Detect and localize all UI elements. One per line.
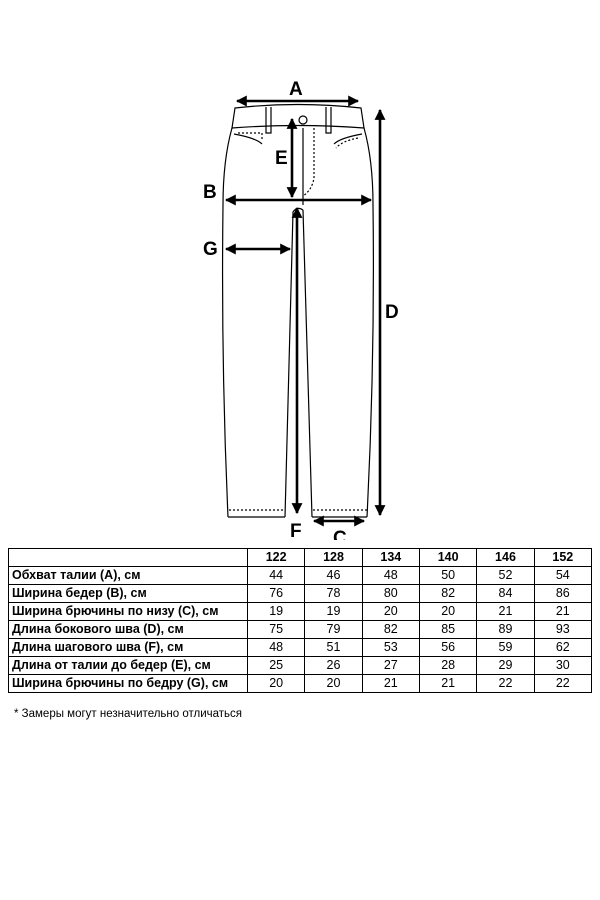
row-label: Ширина бедер (B), см <box>8 584 248 603</box>
table-cell: 20 <box>304 674 363 693</box>
table-cell: 56 <box>418 638 478 657</box>
measurement-arrows <box>224 95 386 527</box>
table-cell: 20 <box>246 674 306 693</box>
table-row: Длина от талии до бедер (E), см 25 26 27… <box>8 656 593 675</box>
table-cell: 85 <box>418 620 478 639</box>
table-cell: 51 <box>304 638 363 657</box>
label-f: F <box>290 521 302 540</box>
table-cell: 50 <box>418 566 478 585</box>
left-pocket <box>233 133 263 145</box>
table-cell: 19 <box>246 602 306 621</box>
label-g: G <box>203 239 218 260</box>
table-row: Ширина брючины по бедру (G), см 20 20 21… <box>8 674 593 693</box>
label-e: E <box>275 148 288 169</box>
label-a: A <box>289 79 303 100</box>
table-cell: 82 <box>361 620 420 639</box>
label-d: D <box>385 302 399 323</box>
table-cell: 79 <box>304 620 363 639</box>
right-pocket-stitch <box>335 137 359 149</box>
table-cell: 29 <box>476 656 535 675</box>
fly-stitch <box>302 128 315 197</box>
left-inseam <box>284 207 304 518</box>
size-table: 122 128 134 140 146 152 Обхват талии (A)… <box>8 548 593 693</box>
table-cell: 52 <box>476 566 535 585</box>
table-cell: 59 <box>476 638 535 657</box>
footnote: * Замеры могут незначительно отличаться <box>14 708 243 720</box>
table-cell: 28 <box>418 656 478 675</box>
table-cell: 21 <box>533 602 593 621</box>
table-row: Обхват талии (A), см 44 46 48 50 52 54 <box>8 566 593 585</box>
table-cell: 20 <box>418 602 478 621</box>
table-cell: 21 <box>361 674 420 693</box>
row-label: Обхват талии (A), см <box>8 566 248 585</box>
table-cell: 19 <box>304 602 363 621</box>
table-cell: 82 <box>418 584 478 603</box>
table-row: Ширина бедер (B), см 76 78 80 82 84 86 <box>8 584 593 603</box>
table-cell: 80 <box>361 584 420 603</box>
table-cell: 44 <box>246 566 306 585</box>
table-cell: 30 <box>533 656 593 675</box>
table-cell: 84 <box>476 584 535 603</box>
row-label: Длина шагового шва (F), см <box>8 638 248 657</box>
size-header: 152 <box>533 548 593 567</box>
left-coin-pocket <box>238 132 263 140</box>
table-cell: 22 <box>476 674 535 693</box>
table-row: Длина бокового шва (D), см 75 79 82 85 8… <box>8 620 593 639</box>
right-inseam <box>302 209 313 518</box>
size-header: 140 <box>418 548 478 567</box>
table-cell: 75 <box>246 620 306 639</box>
table-cell: 62 <box>533 638 593 657</box>
table-cell: 48 <box>246 638 306 657</box>
size-header: 146 <box>476 548 535 567</box>
table-cell: 21 <box>418 674 478 693</box>
table-cell: 89 <box>476 620 535 639</box>
size-header: 134 <box>361 548 420 567</box>
table-cell: 76 <box>246 584 306 603</box>
table-cell: 78 <box>304 584 363 603</box>
trousers-measurement-diagram: A B E G D F C <box>203 79 399 540</box>
waistband <box>231 103 365 129</box>
table-cell: 20 <box>361 602 420 621</box>
table-cell: 54 <box>533 566 593 585</box>
belt-loop <box>325 107 332 134</box>
table-cell: 93 <box>533 620 593 639</box>
size-header: 122 <box>246 548 306 567</box>
table-cell: 25 <box>246 656 306 675</box>
left-leg-outline <box>221 127 233 518</box>
table-cell: 26 <box>304 656 363 675</box>
right-leg-outline <box>363 127 374 518</box>
size-header-row: 122 128 134 140 146 152 <box>8 548 593 567</box>
row-label: Длина от талии до бедер (E), см <box>8 656 248 675</box>
table-cell: 53 <box>361 638 420 657</box>
table-cell: 27 <box>361 656 420 675</box>
row-label: Ширина брючины по бедру (G), см <box>8 674 248 693</box>
button <box>298 115 308 125</box>
table-cell: 48 <box>361 566 420 585</box>
table-cell: 22 <box>533 674 593 693</box>
trousers-drawing <box>221 103 374 518</box>
table-cell: 46 <box>304 566 363 585</box>
row-label: Ширина брючины по низу (C), см <box>8 602 248 621</box>
table-row: Длина шагового шва (F), см 48 51 53 56 5… <box>8 638 593 657</box>
row-label: Длина бокового шва (D), см <box>8 620 248 639</box>
label-c: C <box>333 528 347 540</box>
table-cell: 21 <box>476 602 535 621</box>
size-header: 128 <box>304 548 363 567</box>
table-row: Ширина брючины по низу (C), см 19 19 20 … <box>8 602 593 621</box>
belt-loop <box>265 107 272 134</box>
header-empty-cell <box>8 548 248 567</box>
table-cell: 86 <box>533 584 593 603</box>
right-pocket <box>333 133 363 145</box>
label-b: B <box>203 182 217 203</box>
